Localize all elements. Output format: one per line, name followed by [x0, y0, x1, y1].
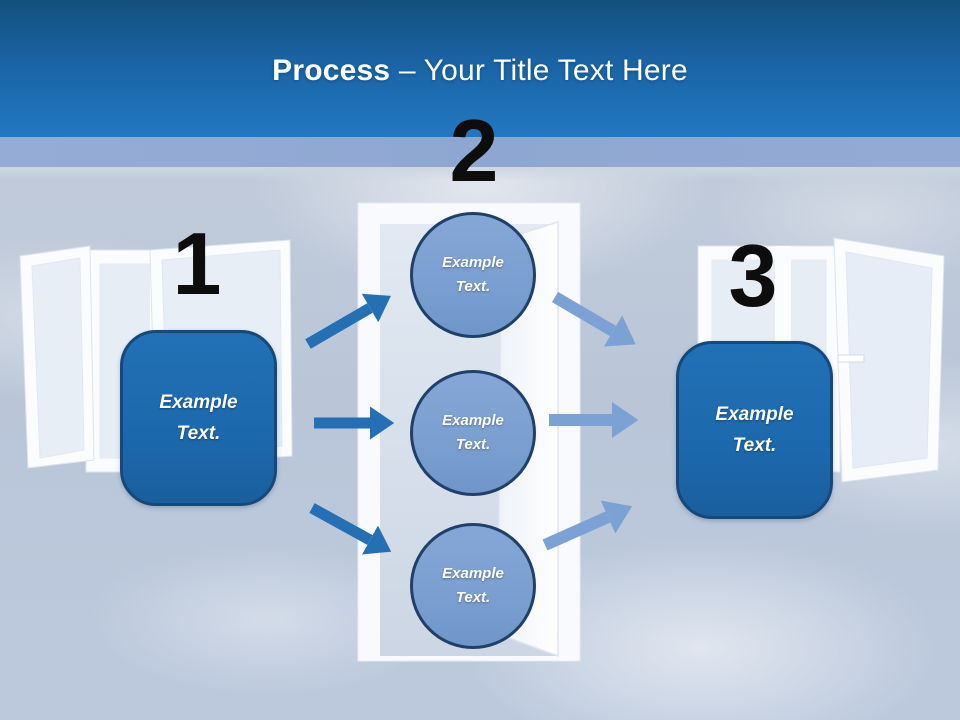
step-2-circle-2-label-line1: Example	[442, 412, 504, 429]
arrow-dark-up-icon	[305, 293, 391, 349]
step-3-box-label-line2: Text.	[732, 435, 777, 456]
step-2-circle-3-label-line2: Text.	[455, 589, 491, 606]
step-1-box-label-line1: Example	[159, 391, 238, 413]
step-2-number: 2	[449, 101, 499, 200]
step-2-circle-2-label-line2: Text.	[455, 436, 491, 453]
header-accent-band	[0, 137, 960, 167]
title-rest-part: – Your Title Text Here	[398, 54, 688, 87]
step-2-circle-3: Example Text.	[410, 523, 536, 649]
header-light-strip	[0, 167, 960, 181]
arrow-light-down-icon	[551, 291, 636, 347]
step-1-number: 1	[172, 214, 222, 313]
step-2-circle-3-label-line1: Example	[442, 565, 504, 582]
title-bold-part: Process	[272, 54, 391, 87]
step-2-circle-2: Example Text.	[410, 370, 536, 496]
arrows-dark	[305, 293, 395, 555]
step-3-number: 3	[728, 226, 778, 325]
step-1-box: Example Text.	[120, 330, 277, 506]
step-3-box: Example Text.	[676, 341, 833, 519]
step-2-circle-1: Example Text.	[410, 212, 536, 338]
step-1-box-label-line2: Text.	[176, 423, 221, 444]
arrow-dark-down-icon	[309, 503, 392, 555]
step-2-circle-1-label-line1: Example	[442, 254, 504, 271]
arrows-light	[542, 291, 639, 551]
header-banner	[0, 0, 960, 137]
step-3-box-label-line1: Example	[715, 403, 794, 425]
arrow-light-up-icon	[542, 500, 633, 551]
step-2-circle-1-label-line2: Text.	[455, 278, 491, 295]
slide-title: Process – Your Title Text Here	[0, 54, 960, 88]
